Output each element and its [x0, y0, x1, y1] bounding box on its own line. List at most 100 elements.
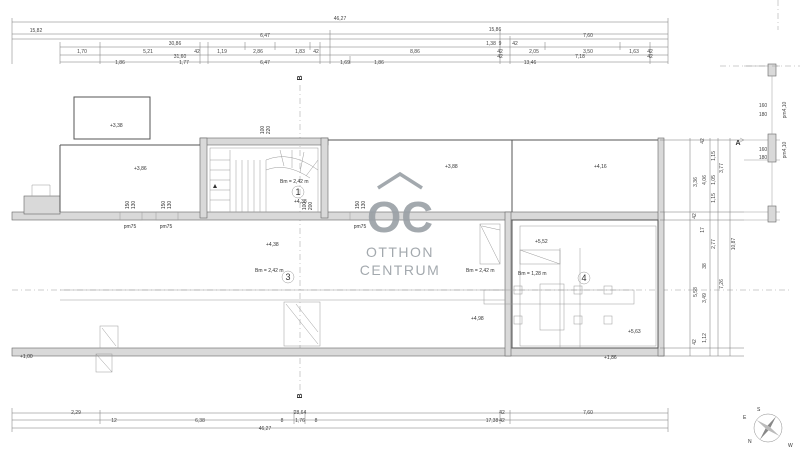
opening-dim: 130	[361, 201, 367, 210]
room-number: 3	[285, 272, 290, 282]
dim-label: 8	[315, 418, 318, 424]
dim-label: 2,86	[253, 49, 263, 55]
dim-label: 42	[692, 339, 698, 345]
dim-label: 1,19	[217, 49, 227, 55]
level-marker: +1,86	[604, 355, 617, 361]
dim-label: 1,70	[77, 49, 87, 55]
dim-label: 6,47	[260, 60, 270, 66]
dim-label: 42	[497, 49, 503, 55]
room-heights: Bm = 2,42 m Bm = 2,42 m Bm = 2,42 m Bm =…	[255, 179, 546, 277]
section-mark-bottom: B	[297, 393, 304, 398]
opening-dim: 100	[260, 126, 266, 135]
dim-label: 6,47	[260, 33, 270, 39]
dim-label: pm4,10	[782, 141, 788, 158]
dim-label: 1,15	[711, 193, 717, 203]
dim-label: 3,36	[693, 177, 699, 187]
opening-dim: 150	[355, 201, 361, 210]
compass-letter: E	[743, 415, 747, 421]
level-marker: +3,88	[445, 164, 458, 170]
dim-label: 7,18	[575, 54, 585, 60]
dim-label: 180	[759, 155, 768, 161]
dim-label: 1,38	[486, 41, 496, 47]
room-number: 4	[581, 273, 586, 283]
room-height: Bm = 1,28 m	[518, 271, 546, 277]
parapet-label: pm75	[124, 224, 137, 230]
level-marker: +4,38	[266, 242, 279, 248]
right-dimension-labels: 42 1,15 3,77 1,15 4,06 1,05 3,36 42 17 2…	[692, 101, 788, 344]
dim-label: 1,76	[295, 418, 305, 424]
room-height: Bm = 2,42 m	[466, 268, 494, 274]
dim-label: 30,86	[169, 41, 182, 47]
dim-label: 1,05	[711, 175, 717, 185]
dim-label: 7,60	[583, 410, 593, 416]
dim-label: 9	[499, 41, 502, 47]
dim-label: 8,86	[410, 49, 420, 55]
dim-label: 12	[111, 418, 117, 424]
opening-dim: 130	[167, 201, 173, 210]
dim-label: 42	[647, 54, 653, 60]
dim-label: 5,21	[143, 49, 153, 55]
dim-label: 1,86	[374, 60, 384, 66]
bottom-dimension-labels: 2,29 28,64 42 7,60 12 6,38 8 1,76 8 17,3…	[71, 410, 593, 432]
opening-dim: 150	[125, 201, 131, 210]
axis-letter: A	[735, 140, 740, 147]
compass-letter: W	[788, 443, 793, 449]
staircase	[209, 147, 319, 213]
brand-line-2: CENTRUM	[360, 262, 441, 278]
dim-label: 38	[702, 263, 708, 269]
top-dimension-labels: 46,27 15,82 15,86 6,47 7,60 30,86 1,38 9…	[30, 16, 653, 66]
parapet-label: pm75	[160, 224, 173, 230]
dim-label: 3,50	[583, 49, 593, 55]
dim-label: 42	[647, 49, 653, 55]
room-numbers: 1 3 4	[281, 185, 591, 285]
right-dimension-lines	[660, 0, 800, 357]
dim-label: 31,60	[174, 54, 187, 60]
level-marker: +5,63	[628, 329, 641, 335]
dim-total-top: 46,27	[334, 16, 347, 22]
opening-labels: 150 130 150 130 150 130 100 220 100 200 …	[124, 126, 367, 230]
opening-dim: 220	[266, 126, 272, 135]
level-marker: +5,52	[535, 239, 548, 245]
level-marker: +3,86	[134, 166, 147, 172]
compass-letter: N	[748, 439, 752, 445]
dim-total-bottom: 46,27	[259, 426, 272, 432]
dim-label: 2,05	[529, 49, 539, 55]
watermark: OC OTTHON CENTRUM	[360, 171, 441, 278]
top-dimension-lines	[11, 18, 669, 64]
dim-label: 42	[313, 49, 319, 55]
dim-label: 17	[700, 227, 706, 233]
dim-label: 10,87	[731, 238, 737, 251]
dim-label: 42	[499, 418, 505, 424]
walls	[11, 96, 665, 357]
dim-label: 42	[194, 49, 200, 55]
dim-label: 1,15	[711, 151, 717, 161]
opening-dim: 150	[161, 201, 167, 210]
parapet-label: pm75	[354, 224, 367, 230]
level-marker: +4,98	[471, 316, 484, 322]
logo-mark: OC	[367, 193, 433, 242]
dim-label: 1,77	[179, 60, 189, 66]
dim-label: 15,82	[30, 28, 43, 34]
dim-label: 1,12	[702, 333, 708, 343]
dim-label: 1,86	[115, 60, 125, 66]
section-mark-top: B	[297, 75, 304, 80]
dim-label: 42	[700, 138, 706, 144]
opening-dim: 100	[302, 202, 308, 211]
dim-label: 8	[281, 418, 284, 424]
dim-label: 7,60	[583, 33, 593, 39]
compass: E S N W	[743, 407, 793, 449]
room-height: Bm = 2,42 m	[255, 268, 283, 274]
dim-label: 42	[499, 410, 505, 416]
dim-label: 42	[692, 213, 698, 219]
dim-label: 180	[759, 112, 768, 118]
level-markers: +3,38 +3,86 +3,88 +4,16 +4,38 +5,52 +4,9…	[20, 123, 641, 361]
dim-label: 42	[512, 41, 518, 47]
dim-label: 160	[759, 103, 768, 109]
bottom-dimension-lines	[11, 408, 669, 432]
brand-line-1: OTTHON	[366, 244, 434, 260]
room-height: Bm = 2,42 m	[280, 179, 308, 185]
dim-label: 6,38	[195, 418, 205, 424]
dim-label: 160	[759, 147, 768, 153]
opening-dim: 200	[308, 202, 314, 211]
